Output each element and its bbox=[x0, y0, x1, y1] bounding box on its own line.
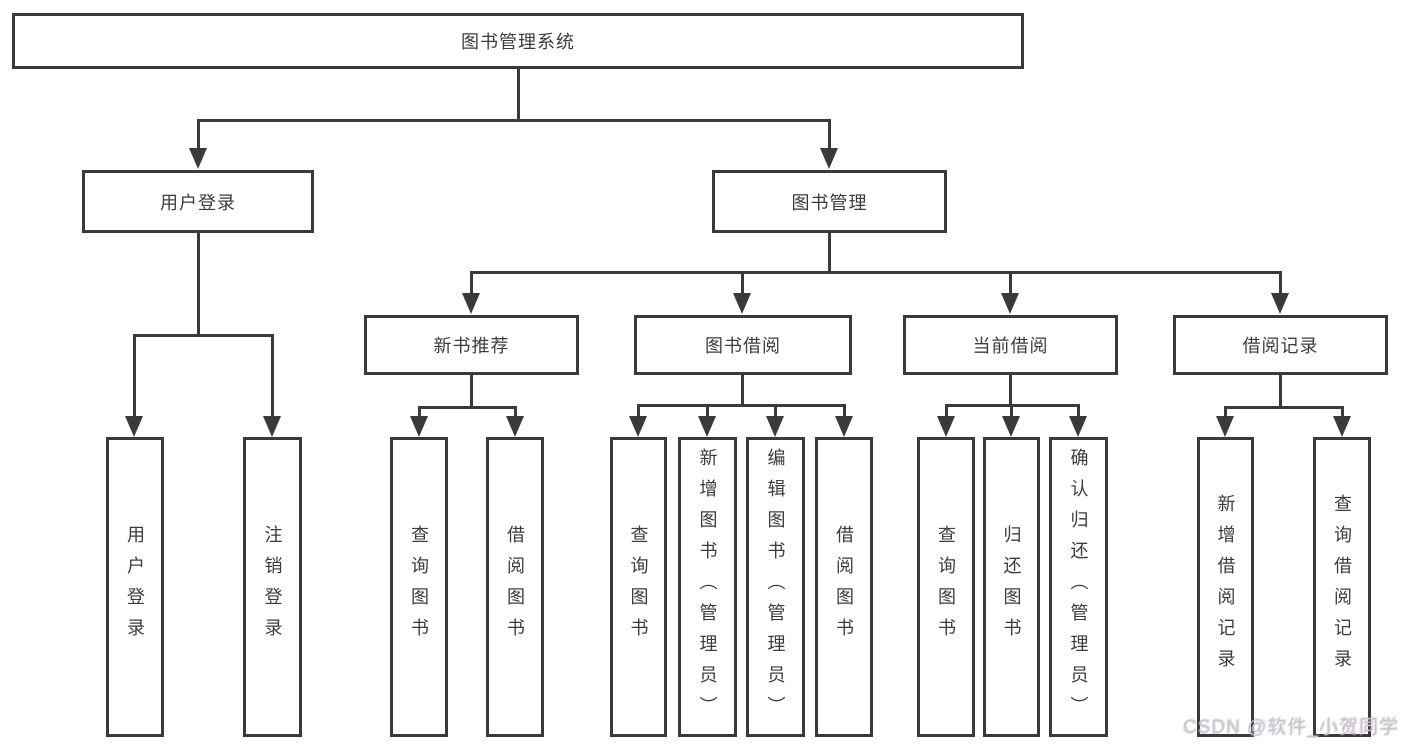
leaf-label: 查询图书 bbox=[936, 525, 956, 649]
arrow-down-icon bbox=[263, 416, 281, 437]
node-label: 借阅记录 bbox=[1242, 336, 1319, 356]
connector-line bbox=[470, 375, 473, 409]
node-root: 图书管理系统 bbox=[12, 13, 1024, 69]
leaf-records-add-record: 新增借阅记录 bbox=[1197, 437, 1254, 737]
connector-line bbox=[197, 233, 200, 337]
leaf-label: 借阅图书 bbox=[505, 525, 525, 649]
node-book-borrow: 图书借阅 bbox=[634, 315, 852, 375]
arrow-down-icon bbox=[835, 416, 853, 437]
connector-line bbox=[133, 334, 274, 337]
connector-line bbox=[637, 404, 846, 407]
connector-line bbox=[637, 404, 640, 418]
connector-line bbox=[1279, 271, 1282, 295]
connector-line bbox=[133, 334, 136, 418]
connector-line bbox=[828, 119, 831, 151]
arrow-down-icon bbox=[125, 416, 143, 437]
connector-line bbox=[1279, 375, 1282, 409]
leaf-newbook-borrow-books: 借阅图书 bbox=[486, 437, 544, 737]
node-label: 当前借阅 bbox=[972, 336, 1049, 356]
leaf-records-query-record: 查询借阅记录 bbox=[1313, 437, 1371, 737]
connector-line bbox=[514, 406, 517, 419]
node-book-management: 图书管理 bbox=[712, 170, 947, 233]
leaf-label: 注销登录 bbox=[262, 525, 283, 649]
connector-line bbox=[1077, 404, 1080, 418]
leaf-current-return-books: 归还图书 bbox=[983, 437, 1040, 737]
node-label: 用户登录 bbox=[160, 192, 236, 213]
arrow-down-icon bbox=[1333, 416, 1351, 437]
node-new-book-recommend: 新书推荐 bbox=[364, 315, 579, 375]
arrow-down-icon bbox=[1271, 293, 1289, 314]
arrow-down-icon bbox=[189, 148, 207, 169]
arrow-down-icon bbox=[629, 416, 647, 437]
connector-line bbox=[1224, 406, 1344, 409]
leaf-label: 编辑图书（管理员） bbox=[765, 447, 786, 727]
connector-line bbox=[843, 404, 846, 418]
connector-line bbox=[1009, 271, 1012, 295]
connector-line bbox=[271, 334, 274, 418]
connector-line bbox=[1341, 406, 1344, 419]
leaf-newbook-query-books: 查询图书 bbox=[390, 437, 448, 737]
watermark: CSDN @软件_小贺同学 bbox=[1183, 717, 1399, 738]
node-user-login: 用户登录 bbox=[82, 170, 314, 233]
connector-line bbox=[470, 271, 473, 295]
node-label: 新书推荐 bbox=[433, 336, 510, 356]
connector-line bbox=[197, 119, 200, 151]
connector-line bbox=[741, 375, 744, 407]
leaf-label: 借阅图书 bbox=[834, 525, 854, 649]
arrow-down-icon bbox=[506, 416, 524, 437]
arrow-down-icon bbox=[1069, 416, 1087, 437]
leaf-borrow-query-books: 查询图书 bbox=[610, 437, 667, 737]
arrow-down-icon bbox=[462, 293, 480, 314]
node-borrow-records: 借阅记录 bbox=[1173, 315, 1388, 375]
connector-line bbox=[774, 404, 777, 418]
arrow-down-icon bbox=[1001, 293, 1019, 314]
leaf-label: 新增图书（管理员） bbox=[697, 447, 718, 727]
arrow-down-icon bbox=[733, 293, 751, 314]
node-current-borrow: 当前借阅 bbox=[903, 315, 1118, 375]
arrow-down-icon bbox=[766, 416, 784, 437]
leaf-label: 用户登录 bbox=[125, 525, 145, 649]
connector-line bbox=[418, 406, 421, 419]
connector-line bbox=[1224, 406, 1227, 419]
leaf-user-login: 用户登录 bbox=[106, 437, 164, 737]
connector-line bbox=[470, 271, 1282, 274]
connector-line bbox=[741, 271, 744, 295]
leaf-current-query-books: 查询图书 bbox=[917, 437, 975, 737]
connector-line bbox=[197, 119, 831, 122]
leaf-current-confirm-return-admin: 确认归还（管理员） bbox=[1049, 437, 1108, 737]
leaf-borrow-edit-books-admin: 编辑图书（管理员） bbox=[746, 437, 805, 737]
connector-line bbox=[418, 406, 517, 409]
leaf-borrow-add-books-admin: 新增图书（管理员） bbox=[678, 437, 737, 737]
leaf-label: 归还图书 bbox=[1001, 525, 1022, 649]
leaf-label: 查询图书 bbox=[628, 525, 649, 649]
connector-line bbox=[828, 233, 831, 274]
arrow-down-icon bbox=[1216, 416, 1234, 437]
node-label: 图书管理系统 bbox=[461, 32, 575, 52]
arrow-down-icon bbox=[698, 416, 716, 437]
connector-line bbox=[517, 66, 520, 122]
connector-line bbox=[1010, 404, 1013, 418]
leaf-label: 新增借阅记录 bbox=[1215, 494, 1236, 680]
arrow-down-icon bbox=[937, 416, 955, 437]
connector-line bbox=[706, 404, 709, 418]
arrow-down-icon bbox=[1002, 416, 1020, 437]
leaf-label: 确认归还（管理员） bbox=[1068, 447, 1089, 727]
leaf-logout: 注销登录 bbox=[243, 437, 302, 737]
node-label: 图书借阅 bbox=[705, 336, 781, 356]
leaf-label: 查询借阅记录 bbox=[1332, 494, 1352, 680]
arrow-down-icon bbox=[820, 148, 838, 169]
leaf-borrow-borrow-books: 借阅图书 bbox=[815, 437, 873, 737]
leaf-label: 查询图书 bbox=[409, 525, 429, 649]
arrow-down-icon bbox=[410, 416, 428, 437]
node-label: 图书管理 bbox=[791, 192, 868, 213]
connector-line bbox=[1009, 375, 1012, 407]
connector-line bbox=[945, 404, 948, 418]
